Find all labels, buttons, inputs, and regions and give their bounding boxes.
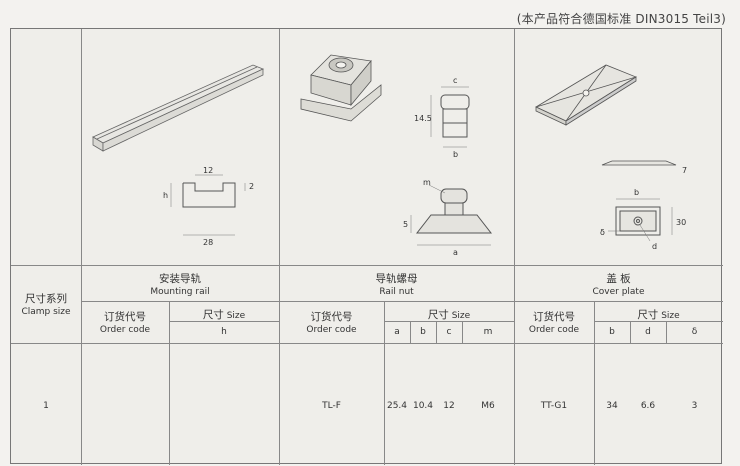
rail-nut-en: Rail nut	[379, 287, 414, 297]
divider	[594, 301, 595, 465]
divider	[436, 321, 437, 343]
clamp-size-en: Clamp size	[21, 307, 71, 317]
nut-dim-5: 5	[403, 220, 408, 229]
divider	[169, 321, 279, 322]
cover-size-label: 尺寸 Size	[637, 309, 680, 321]
divider	[384, 301, 385, 465]
cover-dim-delta: δ	[600, 228, 605, 237]
cover-plate-drawing: 7 b 30 δ d	[535, 64, 687, 251]
spec-table: 12 2 h 28 c 14.5 b	[10, 28, 723, 465]
nut-size-label: 尺寸 Size	[427, 309, 471, 321]
rail-nut-drawing: c 14.5 b m 5 a	[300, 54, 493, 257]
divider	[514, 29, 515, 465]
nut-dim-c: c	[453, 76, 457, 85]
rail-order-code-cn: 订货代号	[104, 311, 146, 323]
rail-order-code-en: Order code	[99, 325, 151, 335]
row-nut-c: 12	[443, 401, 455, 411]
row-nut-order-code: TL-F	[322, 401, 341, 411]
divider	[81, 29, 82, 465]
rail-size-label: 尺寸 Size	[202, 309, 246, 321]
nut-dim-m: m	[423, 178, 431, 187]
cover-dim-delta-header: δ	[691, 327, 698, 337]
divider	[169, 301, 170, 465]
rail-dim-h-header: h	[221, 327, 227, 337]
cover-plate-cn: 盖 板	[606, 273, 631, 285]
nut-order-code-en: Order code	[306, 325, 357, 335]
cover-dim-30: 30	[676, 218, 686, 227]
cover-plate-en: Cover plate	[592, 287, 645, 297]
divider	[11, 265, 723, 266]
cover-order-code-en: Order code	[528, 325, 580, 335]
row-cover-d: 6.6	[640, 401, 656, 411]
cover-dim-b: b	[634, 188, 639, 197]
standard-note: (本产品符合德国标准 DIN3015 Teil3)	[516, 12, 726, 26]
rail-dim-2: 2	[249, 182, 254, 191]
cover-dim-b-header: b	[609, 327, 615, 337]
divider	[462, 321, 463, 343]
row-cover-delta: 3	[691, 401, 698, 411]
nut-dim-b: b	[453, 150, 458, 159]
clamp-size-cn: 尺寸系列	[25, 293, 67, 305]
nut-dim-a: a	[453, 248, 458, 257]
nut-order-code-cn: 订货代号	[310, 311, 353, 323]
mounting-rail-drawing: 12 2 h 28	[92, 64, 265, 247]
row-cover-b: 34	[606, 401, 618, 411]
nut-dim-b-header: b	[420, 327, 426, 337]
cover-dim-d: d	[652, 242, 657, 251]
divider	[279, 29, 280, 465]
row-nut-m: M6	[481, 401, 495, 411]
divider	[630, 321, 631, 343]
row-clamp-size: 1	[43, 401, 49, 411]
divider	[666, 321, 667, 343]
rail-nut-cn: 导轨螺母	[375, 273, 418, 285]
divider	[81, 301, 723, 302]
rail-dim-h: h	[163, 191, 168, 200]
divider	[11, 343, 723, 344]
nut-dim-c-header: c	[446, 327, 452, 337]
nut-dim-14-5: 14.5	[414, 114, 432, 123]
cover-order-code-cn: 订货代号	[533, 311, 575, 323]
rail-dim-28: 28	[203, 238, 213, 247]
rail-dim-12: 12	[203, 166, 213, 175]
cover-dim-7: 7	[682, 166, 687, 175]
divider	[384, 321, 514, 322]
cover-dim-d-header: d	[645, 327, 651, 337]
divider	[410, 321, 411, 343]
mounting-rail-cn: 安装导轨	[159, 273, 201, 285]
row-cover-order-code: TT-G1	[540, 401, 568, 411]
mounting-rail-en: Mounting rail	[150, 287, 210, 297]
divider	[594, 321, 723, 322]
row-nut-a: 25.4	[386, 401, 408, 411]
nut-dim-a-header: a	[394, 327, 400, 337]
nut-dim-m-header: m	[483, 327, 493, 337]
row-nut-b: 10.4	[412, 401, 434, 411]
